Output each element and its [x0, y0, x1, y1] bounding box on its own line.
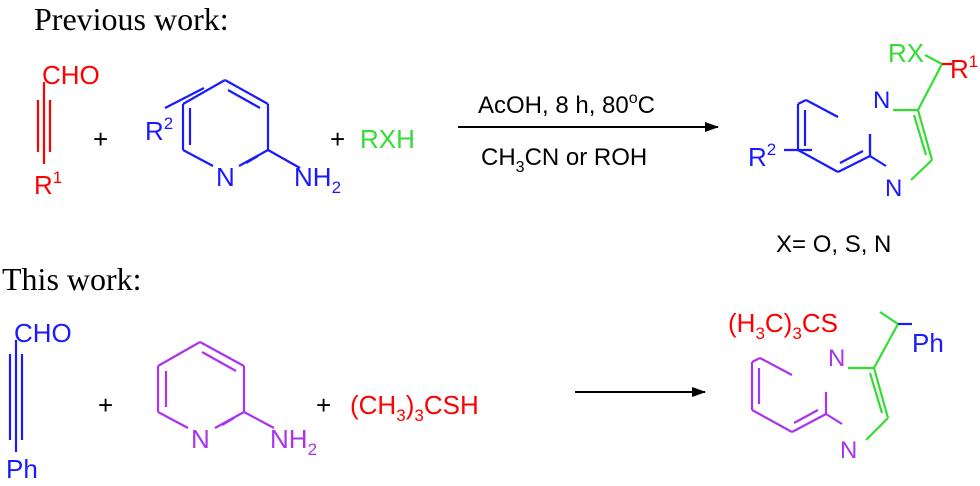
this-nh2-label: NH2 [270, 424, 317, 459]
this-product-n-bridge: N [828, 345, 845, 372]
prev-product [784, 54, 952, 181]
prev-nh2-label: NH2 [294, 162, 341, 197]
prev-plus-2: + [330, 124, 345, 154]
this-pyridine-n: N [191, 424, 210, 454]
prev-r2-label: R2 [145, 114, 173, 146]
prev-cho-label: CHO [42, 60, 100, 90]
this-aminopyridine [156, 341, 275, 429]
this-product-n-ring: N [840, 437, 857, 464]
prev-r1-label: R1 [34, 168, 62, 200]
heading-this-work: This work: [2, 261, 142, 297]
this-ph-label: Ph [6, 454, 38, 484]
this-plus-2: + [316, 390, 331, 420]
prev-product-r2: R2 [748, 140, 776, 172]
this-thiol: (CH3)3CSH [350, 390, 479, 425]
this-product-ph: Ph [912, 328, 944, 358]
prev-product-n-bridge: N [873, 87, 890, 114]
this-aldehyde [8, 340, 24, 452]
this-product [750, 311, 912, 441]
prev-plus-1: + [93, 124, 108, 154]
prev-conditions-bottom: CH3CN or ROH [481, 144, 647, 176]
prev-product-rx: RX [888, 38, 924, 68]
this-plus-1: + [98, 390, 113, 420]
this-cho-label: CHO [14, 318, 72, 348]
prev-x-note: X= O, S, N [776, 231, 891, 258]
this-product-tbuts: (H3C)3CS [728, 308, 838, 343]
prev-aminopyridine [164, 79, 301, 169]
heading-previous-work: Previous work: [34, 1, 229, 37]
prev-product-n-ring: N [885, 175, 902, 202]
prev-product-r1: R1 [950, 52, 978, 84]
prev-aldehyde: CHO R1 [34, 60, 100, 200]
prev-conditions-top: AcOH, 8 h, 80oC [478, 90, 655, 119]
prev-nucleophile: RXH [360, 124, 415, 154]
prev-pyridine-n: N [216, 162, 235, 192]
